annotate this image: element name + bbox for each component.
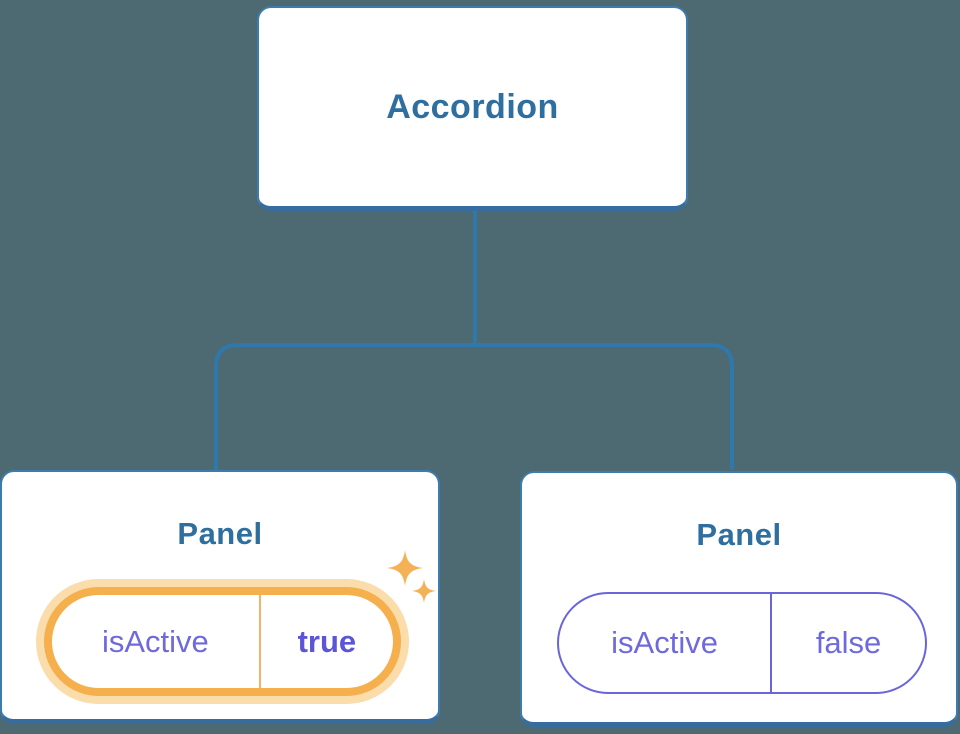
state-value: true: [297, 623, 357, 659]
pill-divider: [258, 595, 261, 688]
node-panel-active: Panel isActive true: [0, 470, 440, 724]
state-value: false: [815, 625, 882, 660]
node-accordion-label: Accordion: [386, 87, 559, 126]
state-pill-inactive: isActive false: [557, 592, 927, 694]
state-key: isActive: [101, 623, 209, 659]
node-panel-inactive: Panel isActive false: [520, 471, 958, 727]
sparkle-small: [412, 579, 436, 603]
node-panel-label: Panel: [696, 517, 782, 552]
sparkle-icon: [387, 550, 436, 603]
pill-divider: [770, 594, 773, 692]
node-accordion: Accordion: [257, 6, 688, 211]
state-key: isActive: [611, 625, 718, 660]
state-pill-active: isActive true: [44, 587, 401, 696]
sparkle-large: [387, 550, 423, 586]
node-panel-label: Panel: [177, 516, 263, 551]
connector-branch: [214, 343, 734, 470]
